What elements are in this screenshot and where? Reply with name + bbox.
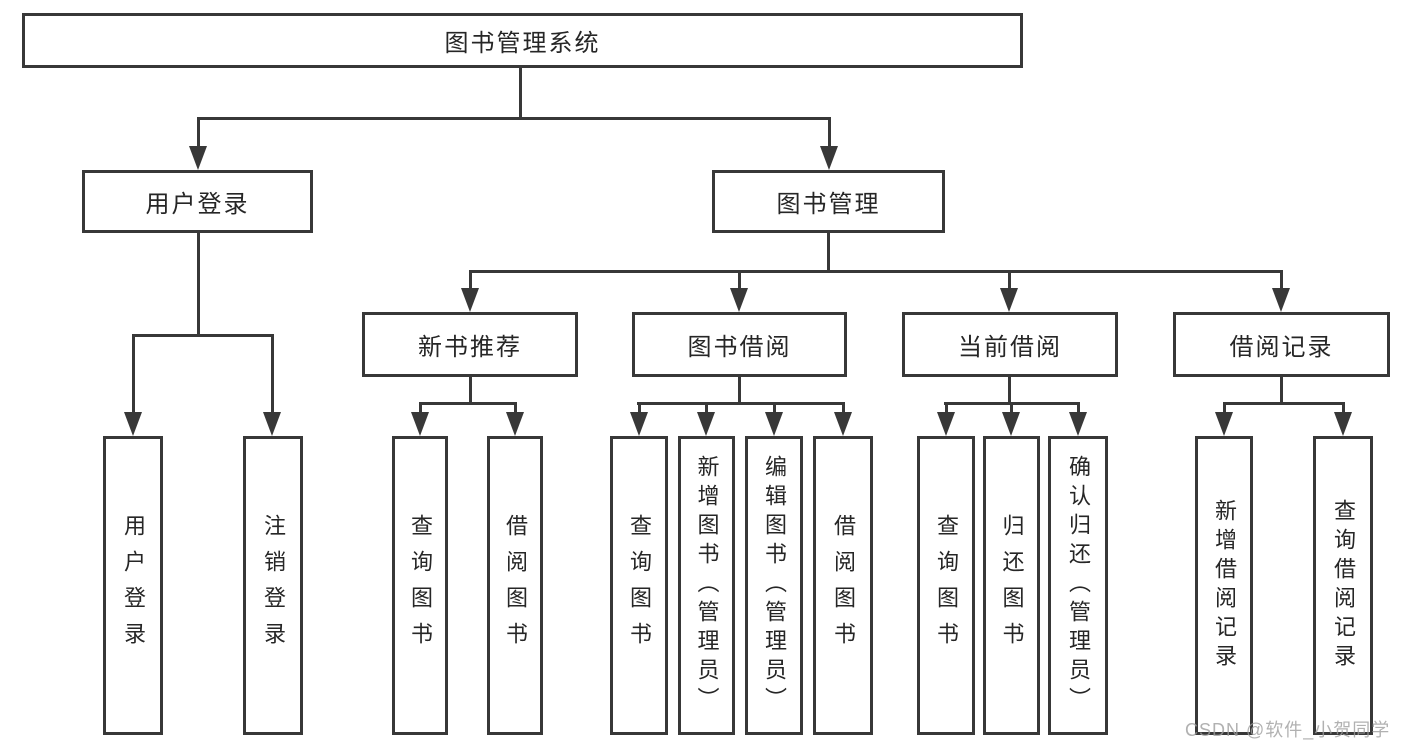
csdn-watermark: CSDN @软件_小贺同学 [1185,720,1391,740]
arrow-down-icon [506,412,524,436]
leaf-label: 借阅图书 [831,513,856,658]
leaf-label: 用户登录 [121,513,146,658]
arrow-down-icon [1272,288,1290,312]
arrow-down-icon [411,412,429,436]
connector-line [419,402,422,414]
connector-line [638,402,641,414]
leaf-borrow-books-recommend: 借阅图书 [487,436,543,735]
arrow-down-icon [937,412,955,436]
connector-line [827,233,830,273]
connector-line [197,233,200,337]
connector-line [197,117,200,148]
arrow-down-icon [1000,288,1018,312]
connector-line [1008,270,1011,290]
connector-line [132,334,135,414]
connector-line [1223,402,1226,414]
connector-line [469,377,472,405]
connector-line [1280,270,1283,290]
node-root-library-system: 图书管理系统 [22,13,1023,68]
leaf-label: 借阅图书 [503,513,528,658]
connector-line [1010,402,1013,414]
connector-line [519,68,522,120]
connector-line [738,270,741,290]
arrow-down-icon [697,412,715,436]
leaf-confirm-return-admin: 确认归还（管理员） [1048,436,1108,735]
arrow-down-icon [1002,412,1020,436]
node-user-login: 用户登录 [82,170,313,233]
connector-line [773,402,776,414]
leaf-query-borrow-record: 查询借阅记录 [1313,436,1373,735]
connector-line [469,270,1283,273]
arrow-down-icon [263,412,281,436]
connector-line [469,270,472,290]
arrow-down-icon [124,412,142,436]
arrow-down-icon [765,412,783,436]
arrow-down-icon [834,412,852,436]
leaf-add-borrow-record: 新增借阅记录 [1195,436,1253,735]
connector-line [514,402,517,414]
connector-line [1280,377,1283,405]
leaf-label: 确认归还（管理员） [1066,455,1091,716]
leaf-label: 新增借阅记录 [1212,498,1237,673]
leaf-label: 编辑图书（管理员） [762,455,787,716]
leaf-label: 注销登录 [261,513,286,658]
arrow-down-icon [461,288,479,312]
arrow-down-icon [730,288,748,312]
leaf-label: 查询图书 [408,513,433,658]
connector-line [738,377,741,405]
leaf-query-books-borrow: 查询图书 [610,436,668,735]
leaf-add-books-admin: 新增图书（管理员） [678,436,735,735]
connector-line [842,402,845,414]
node-book-borrow: 图书借阅 [632,312,847,377]
connector-line [1342,402,1345,414]
connector-line [637,402,845,405]
connector-line [945,402,948,414]
leaf-label: 归还图书 [999,513,1025,658]
node-new-book-recommend: 新书推荐 [362,312,578,377]
node-book-management: 图书管理 [712,170,945,233]
node-borrow-records: 借阅记录 [1173,312,1390,377]
connector-line [705,402,708,414]
connector-line [419,402,517,405]
leaf-logout: 注销登录 [243,436,303,735]
leaf-borrow-books: 借阅图书 [813,436,873,735]
leaf-query-books-recommend: 查询图书 [392,436,448,735]
leaf-user-login: 用户登录 [103,436,163,735]
arrow-down-icon [820,146,838,170]
node-current-borrow: 当前借阅 [902,312,1118,377]
arrow-down-icon [1215,412,1233,436]
leaf-edit-books-admin: 编辑图书（管理员） [745,436,803,735]
arrow-down-icon [1334,412,1352,436]
arrow-down-icon [630,412,648,436]
connector-line [197,117,831,120]
connector-line [828,117,831,148]
connector-line [1223,402,1345,405]
connector-line [1077,402,1080,414]
connector-line [1008,377,1011,405]
leaf-label: 查询图书 [934,513,959,658]
leaf-return-books: 归还图书 [983,436,1040,735]
arrow-down-icon [189,146,207,170]
leaf-query-books-current: 查询图书 [917,436,975,735]
leaf-label: 新增图书（管理员） [694,455,720,716]
leaf-label: 查询图书 [627,513,652,658]
leaf-label: 查询借阅记录 [1331,498,1356,673]
connector-line [271,334,274,414]
arrow-down-icon [1069,412,1087,436]
connector-line [133,334,274,337]
